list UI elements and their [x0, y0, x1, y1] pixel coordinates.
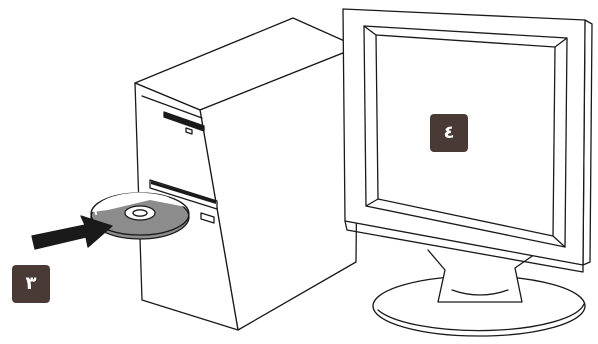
- step-4-badge: ٤: [430, 114, 468, 152]
- monitor-icon: [343, 9, 592, 336]
- step-3-badge: ٣: [12, 265, 50, 303]
- computer-tower-icon: [135, 18, 358, 330]
